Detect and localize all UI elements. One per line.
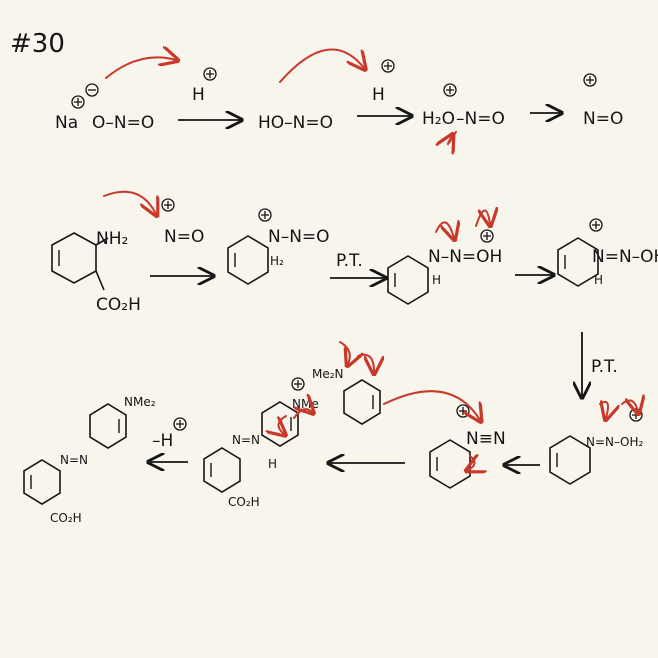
charge-plus-adduct xyxy=(258,208,272,222)
charge-plus-oxonium xyxy=(443,83,457,97)
charge-plus-protonated xyxy=(589,218,603,232)
proton-transfer-label-1: P.T. xyxy=(336,251,363,271)
adduct-h2: H₂ xyxy=(270,254,284,268)
charge-plus-oxonium-2 xyxy=(629,408,643,422)
curly-arrow-9 xyxy=(339,341,350,364)
charge-plus-h2 xyxy=(381,59,395,73)
benzene-ring-diazonium xyxy=(429,439,471,489)
nitrite-sodium: Na xyxy=(55,113,78,133)
diazonium-ion: N≡N xyxy=(466,429,506,449)
curly-arrow-7 xyxy=(600,402,608,418)
benzene-ring-oxonium xyxy=(549,435,591,485)
sigma-carboxylic-acid: CO₂H xyxy=(228,495,260,509)
dimethylamino-group: Me₂N xyxy=(312,367,344,381)
curly-arrow-11 xyxy=(383,390,480,420)
benzene-ring-tautomer xyxy=(387,255,429,305)
curly-arrow-6 xyxy=(475,210,490,226)
charge-plus-na xyxy=(71,95,85,109)
curly-arrow-5 xyxy=(435,222,454,238)
curly-arrow-12 xyxy=(468,456,475,470)
proton-transfer-label-2: P.T. xyxy=(591,357,618,377)
amine-group: NH₂ xyxy=(96,229,128,249)
carboxylic-acid-1: CO₂H xyxy=(96,295,141,315)
nitrite-anion: O–N=O xyxy=(92,113,154,133)
sigma-h: H xyxy=(268,457,277,471)
curly-arrow-4 xyxy=(103,190,156,214)
charge-plus-no1 xyxy=(583,73,597,87)
benzene-ring-adduct xyxy=(227,235,269,285)
benzene-ring-dimethylaniline xyxy=(343,379,381,425)
curly-arrows xyxy=(103,48,638,470)
curly-arrow-8 xyxy=(621,400,638,412)
curly-arrow-2 xyxy=(279,48,364,83)
protonated-h: H xyxy=(594,273,603,287)
benzene-ring-product-lower xyxy=(23,459,61,505)
curly-arrow-13 xyxy=(278,415,286,434)
curly-arrow-1 xyxy=(105,57,176,79)
benzene-ring-sigma-lower xyxy=(203,447,241,493)
nitroso-adduct: N–N=O xyxy=(268,227,330,247)
charge-plus-deprot xyxy=(173,417,187,431)
protonated-nitrous: –N=O xyxy=(456,109,505,129)
charge-plus-tautomer xyxy=(480,229,494,243)
page-title: #30 xyxy=(10,29,65,59)
sigma-azo-link: N=N xyxy=(232,433,260,447)
nitrosonium-ion-2: N=O xyxy=(164,227,204,247)
protonated-water: H₂O xyxy=(422,109,455,129)
deprotonation-label: –H xyxy=(152,431,173,451)
charge-plus-no2 xyxy=(161,198,175,212)
product-dimethylamino: NMe₂ xyxy=(124,395,156,409)
nitrous-acid: HO–N=O xyxy=(258,113,333,133)
tautomer-h: H xyxy=(432,273,441,287)
charge-plus-diazonium xyxy=(456,404,470,418)
nitrosonium-ion-1: N=O xyxy=(583,109,623,129)
curly-arrow-14 xyxy=(293,409,312,419)
oxonium-diazene: N=N–OH₂ xyxy=(586,435,643,449)
product-carboxylic-acid: CO₂H xyxy=(50,511,82,525)
product-azo-link: N=N xyxy=(60,453,88,467)
h-plus-label-2: H xyxy=(372,85,385,105)
protonated-hydroxy-diazene: N=N–OH xyxy=(592,247,658,267)
charge-plus-h1 xyxy=(203,67,217,81)
charge-plus-sigma xyxy=(291,377,305,391)
charge-minus-o xyxy=(85,83,99,97)
benzene-ring-product-upper xyxy=(89,403,127,449)
h-plus-label-1: H xyxy=(192,85,205,105)
tautomer: N–N=OH xyxy=(428,247,502,267)
benzene-ring-protonated xyxy=(557,237,599,287)
curly-arrow-3 xyxy=(448,132,457,144)
curly-arrow-10 xyxy=(357,353,374,372)
